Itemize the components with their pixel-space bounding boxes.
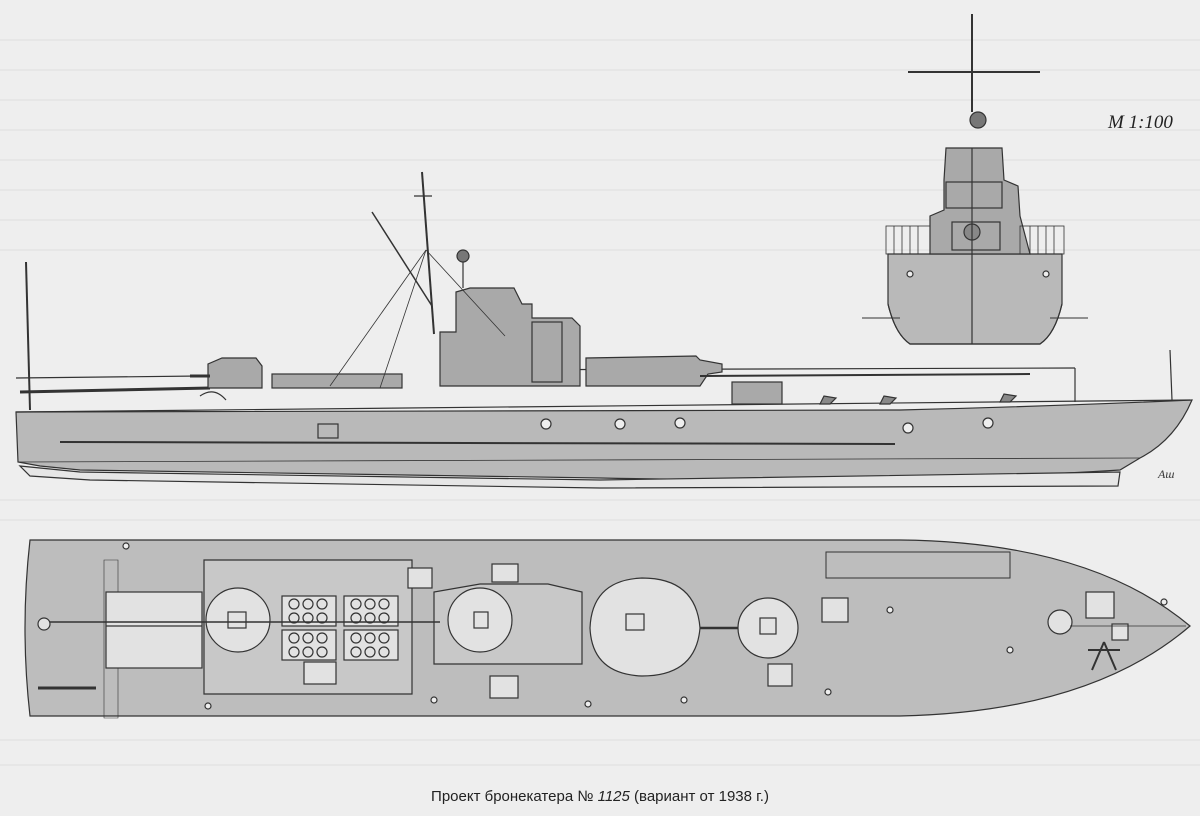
caption-number: 1125: [597, 788, 630, 805]
front-view: [862, 14, 1088, 345]
background-texture: [0, 39, 1200, 766]
mast: [421, 171, 435, 335]
top-fwd-turret: [589, 577, 701, 677]
waterline: [17, 457, 1141, 463]
top-aft-deckhouse: [103, 559, 119, 719]
aft-rail: [15, 375, 201, 379]
top-grating: [825, 551, 1011, 579]
caption-prefix: Проект бронекатера №: [431, 788, 594, 805]
top-windlass: [1047, 609, 1073, 635]
caption-suffix: (вариант от 1938 г.): [634, 788, 769, 805]
side-view: [15, 171, 1193, 489]
side-fwd-turret: [585, 355, 723, 387]
top-view: [24, 539, 1191, 719]
rubbing-strake: [59, 441, 896, 445]
aft-flagstaff: [25, 261, 31, 411]
draughtsman-signature: Аш: [1158, 467, 1175, 481]
side-hull-bottom: [18, 465, 1121, 489]
top-anchor: [1088, 641, 1120, 671]
rocket-launchers: [281, 595, 399, 661]
front-hull: [887, 253, 1063, 345]
side-hull: [15, 399, 1193, 481]
scale-label: М 1:100: [1108, 112, 1173, 133]
side-aft-turret: [207, 357, 263, 389]
drawing-caption: Проект бронекатера № 1125 (вариант от 19…: [0, 788, 1200, 805]
